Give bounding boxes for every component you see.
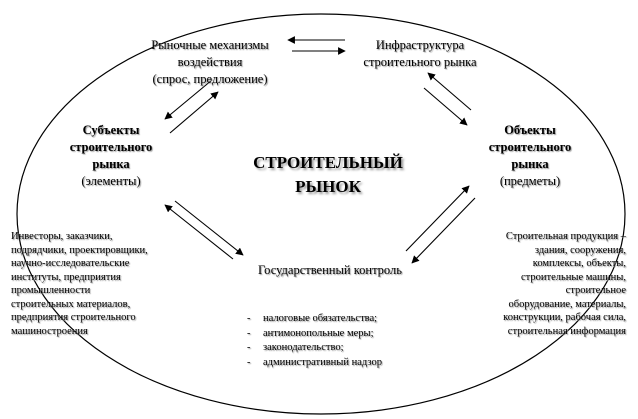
objects-list-line-8: строительная информация (507, 325, 626, 337)
node-market-mechanisms: Рыночные механизмы воздействия (спрос, п… (120, 37, 300, 88)
subjects-list: Инвесторы, заказчики, подрядчики, проект… (11, 230, 148, 338)
subjects-list-line-1: Инвесторы, заказчики, (11, 231, 113, 242)
node-infrastructure: Инфраструктура строительного рынка (335, 37, 505, 71)
subjects-list-line-3: научно-исследовательские (11, 258, 130, 269)
arrow-control-to-subjects (164, 204, 234, 260)
node-subjects-line-3: рынка (92, 157, 130, 171)
node-subjects-line-1: Субъекты (82, 123, 140, 137)
node-market-mechanisms-line-1: Рыночные механизмы (151, 38, 269, 52)
arrow-infrastructure-to-objects (423, 87, 468, 126)
node-objects-line-2: строительного (488, 140, 572, 154)
node-state-control: Государственный контроль (225, 262, 435, 279)
subjects-list-line-5: промышленности (11, 285, 91, 296)
state-control-item: антимонопольные меры; (247, 327, 382, 342)
state-control-item: налоговые обязательства; (247, 312, 382, 327)
node-subjects-line-2: строительного (69, 140, 153, 154)
center-title-line-2: РЫНОК (295, 177, 361, 196)
center-title: СТРОИТЕЛЬНЫЙ РЫНОК (228, 151, 428, 199)
subjects-list-line-2: подрядчики, проектировщики, (11, 244, 148, 256)
state-control-item: законодательство; (247, 341, 382, 356)
objects-list-line-7: конструкции, рабочая сила, (503, 312, 626, 323)
subjects-list-line-8: машиностроения (11, 325, 88, 337)
objects-list-line-2: здания, сооружения, (534, 244, 626, 256)
arrow-control-to-objects (405, 185, 470, 252)
arrow-subjects-to-mechanisms (169, 91, 219, 134)
objects-list-line-3: комплексы, объекты, (532, 258, 626, 269)
node-state-control-label: Государственный контроль (258, 263, 402, 277)
arrow-mechanisms-to-subjects (164, 79, 213, 120)
objects-list-line-4: строительные машины, (521, 271, 626, 283)
arrow-objects-to-infrastructure (427, 72, 472, 111)
objects-list: Строительная продукция – здания, сооруже… (448, 230, 626, 338)
node-subjects-line-4: (элементы) (81, 174, 141, 188)
objects-list-line-6: оборудование, материалы, (508, 298, 626, 310)
arrow-objects-to-control (411, 197, 476, 264)
node-market-mechanisms-line-3: (спрос, предложение) (152, 72, 268, 86)
state-control-items: налоговые обязательства; антимонопольные… (247, 312, 382, 370)
arrow-subjects-to-control (174, 200, 244, 256)
node-objects-line-4: (предметы) (499, 174, 561, 188)
state-control-item: административный надзор (247, 356, 382, 371)
node-market-mechanisms-line-2: воздействия (177, 55, 243, 69)
center-title-line-1: СТРОИТЕЛЬНЫЙ (253, 153, 403, 172)
node-objects: Объекты строительного рынка (предметы) (475, 122, 585, 190)
subjects-list-line-4: институты, предприятия (11, 271, 121, 283)
node-objects-line-3: рынка (511, 157, 549, 171)
node-infrastructure-line-1: Инфраструктура (375, 38, 465, 52)
market-boundary-ellipse (16, 13, 626, 415)
objects-list-line-5: строительное (565, 285, 626, 296)
subjects-list-line-6: строительных материалов, (11, 298, 131, 310)
node-infrastructure-line-2: строительного рынка (363, 55, 477, 69)
node-objects-line-1: Объекты (504, 123, 556, 137)
node-subjects: Субъекты строительного рынка (элементы) (56, 122, 166, 190)
subjects-list-line-7: предприятия строительного (11, 312, 136, 323)
objects-list-line-1: Строительная продукция – (505, 231, 626, 242)
